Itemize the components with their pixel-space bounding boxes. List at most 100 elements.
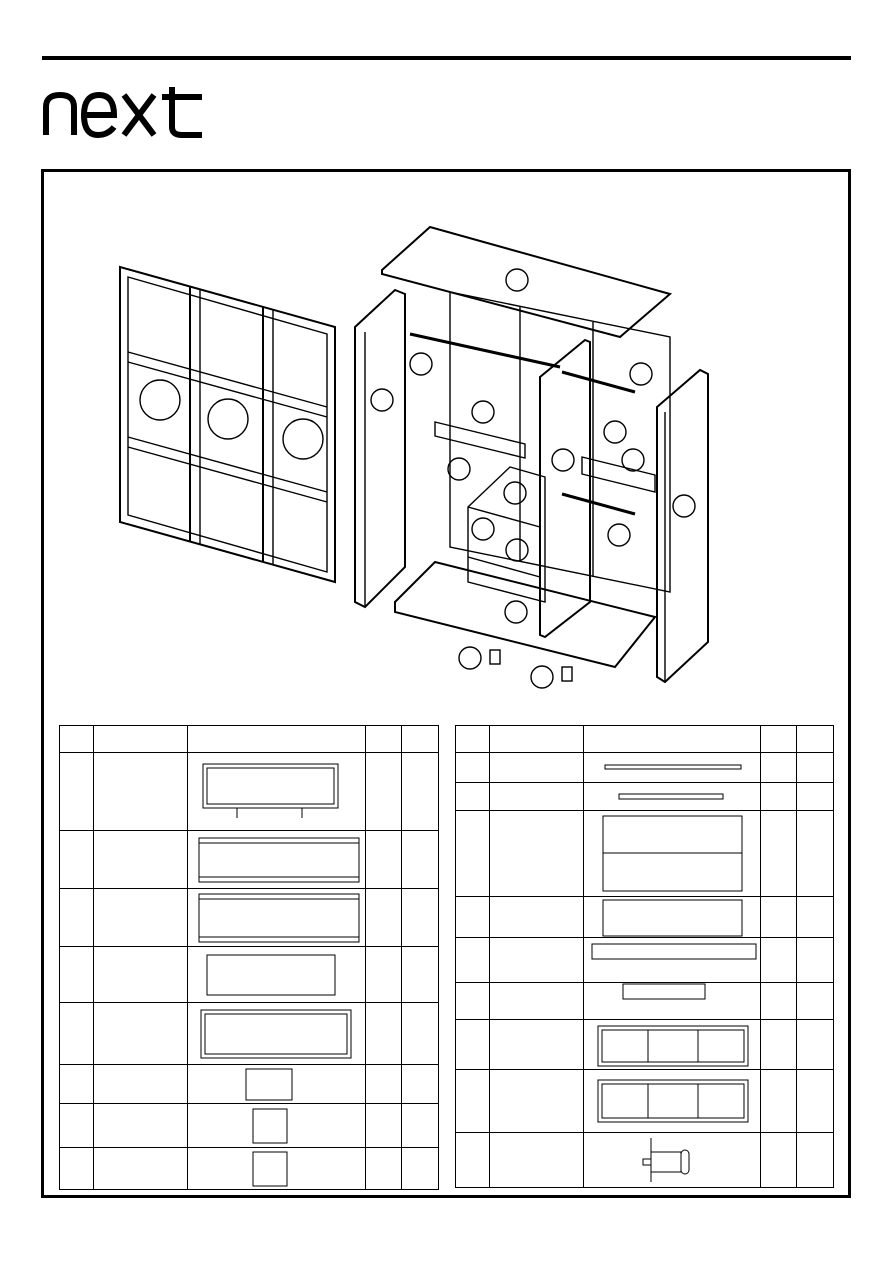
part-name: [488, 896, 584, 938]
part-name: [92, 1147, 188, 1190]
part-no: [455, 896, 490, 938]
part-check: [796, 937, 834, 983]
part-no: [455, 982, 490, 1020]
part-check: [796, 1132, 834, 1188]
part-qty: [759, 937, 798, 983]
part-drawing-top: [186, 752, 366, 831]
part-no: [455, 810, 490, 897]
part-no: [59, 1064, 94, 1104]
parts-table-right: [455, 725, 834, 1188]
part-check: [796, 782, 834, 811]
part-check: [401, 1147, 439, 1190]
part-check: [401, 946, 439, 1003]
table-row: [455, 782, 834, 811]
content-frame: [41, 169, 851, 1198]
part-qty: [364, 752, 403, 831]
header-cell: [401, 725, 439, 753]
part-name: [92, 752, 188, 831]
table-row: [59, 752, 439, 831]
part-check: [401, 1002, 439, 1065]
part-qty: [759, 1132, 798, 1188]
part-qty: [759, 810, 798, 897]
part-drawing-side-left: [186, 830, 366, 889]
part-qty: [759, 782, 798, 811]
part-name: [488, 752, 584, 783]
exploded-assembly-diagram: [119, 225, 709, 689]
part-no: [59, 1002, 94, 1065]
part-check: [401, 830, 439, 889]
part-name: [488, 1019, 584, 1070]
table-row: [455, 896, 834, 938]
header-cell: [92, 725, 188, 753]
part-no: [59, 946, 94, 1003]
part-name: [488, 982, 584, 1020]
part-no: [59, 830, 94, 889]
table-header-row: [455, 725, 834, 753]
part-qty: [364, 830, 403, 889]
part-qty: [759, 752, 798, 783]
part-qty: [759, 982, 798, 1020]
table-row: [455, 1132, 834, 1188]
table-row: [59, 888, 439, 947]
part-check: [401, 888, 439, 947]
table-row: [59, 946, 439, 1003]
header-rule: [42, 56, 851, 60]
part-check: [401, 1064, 439, 1104]
part-check: [796, 752, 834, 783]
part-check: [401, 1103, 439, 1148]
header-cell: [59, 725, 94, 753]
part-drawing-door-frame-b: [582, 1069, 761, 1133]
part-drawing-divider: [186, 1002, 366, 1065]
header-cell: [186, 725, 366, 753]
table-row: [59, 1064, 439, 1104]
part-name: [92, 1002, 188, 1065]
part-name: [488, 810, 584, 897]
part-drawing-hinge: [582, 1132, 761, 1188]
table-row: [455, 982, 834, 1020]
header-cell: [759, 725, 798, 753]
part-name: [488, 937, 584, 983]
part-name: [92, 946, 188, 1003]
part-drawing-shelf-top: [186, 1064, 366, 1104]
header-cell: [455, 725, 490, 753]
parts-table-left: [59, 725, 439, 1190]
next-logo: [43, 87, 202, 139]
part-no: [455, 1069, 490, 1133]
part-drawing-rail-long: [582, 752, 761, 783]
part-drawing-strip-long: [582, 937, 761, 983]
part-drawing-back-panel: [582, 810, 761, 897]
part-qty: [364, 1064, 403, 1104]
table-row: [59, 830, 439, 889]
part-name: [92, 1064, 188, 1104]
part-name: [92, 830, 188, 889]
part-drawing-shelf-side: [186, 1103, 366, 1148]
part-no: [59, 752, 94, 831]
part-qty: [364, 1147, 403, 1190]
part-drawing-strip-short: [582, 982, 761, 1020]
part-check: [796, 1069, 834, 1133]
part-no: [59, 1147, 94, 1190]
header-cell: [488, 725, 584, 753]
part-drawing-door-frame-a: [582, 1019, 761, 1070]
part-no: [59, 888, 94, 947]
part-drawing-shelf-panel: [186, 1147, 366, 1190]
table-row: [59, 1002, 439, 1065]
part-no: [455, 1132, 490, 1188]
part-drawing-base: [186, 946, 366, 1003]
part-name: [488, 1069, 584, 1133]
part-no: [59, 1103, 94, 1148]
part-no: [455, 1019, 490, 1070]
header-cell: [582, 725, 761, 753]
table-row: [455, 937, 834, 983]
part-no: [455, 937, 490, 983]
part-qty: [364, 888, 403, 947]
table-row: [455, 752, 834, 783]
header-cell: [796, 725, 834, 753]
header-cell: [364, 725, 403, 753]
table-row: [455, 1069, 834, 1133]
part-name: [92, 1103, 188, 1148]
part-drawing-side-right: [186, 888, 366, 947]
part-drawing-back-panel-small: [582, 896, 761, 938]
part-check: [796, 982, 834, 1020]
part-name: [92, 888, 188, 947]
